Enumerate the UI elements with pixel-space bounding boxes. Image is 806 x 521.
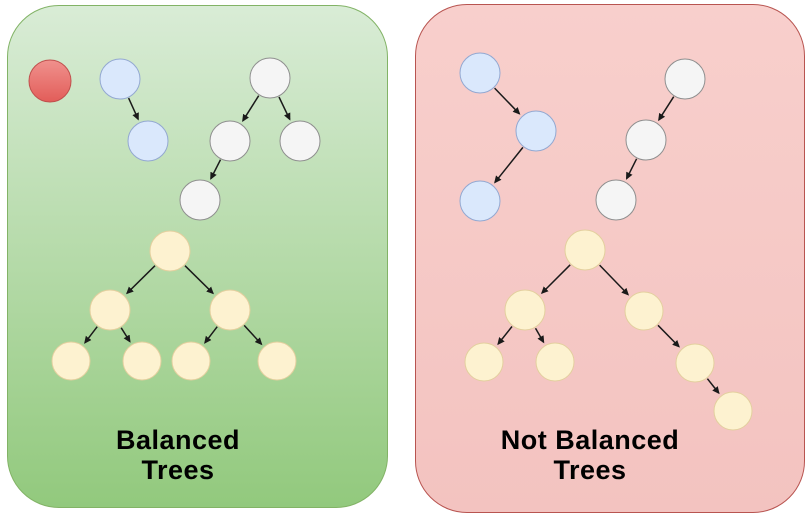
not-balanced-trees-panel (415, 4, 805, 513)
balanced-trees-panel (7, 5, 388, 508)
